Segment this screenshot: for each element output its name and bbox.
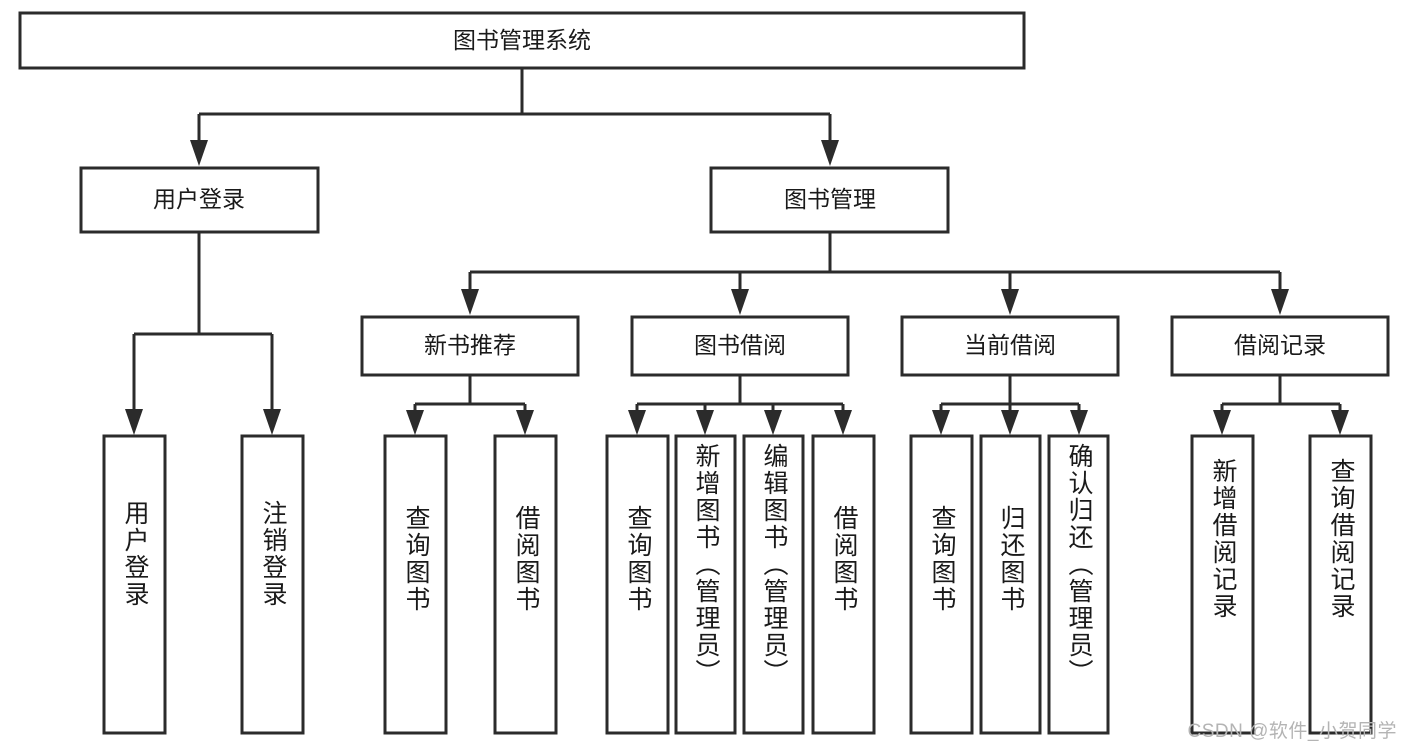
node-book-borrow[interactable]: 图书借阅	[630, 315, 850, 377]
arrow-to-new-book-icon	[461, 289, 479, 315]
arrow-borrow-record-leaf2-icon	[1331, 410, 1349, 435]
node-current-borrow[interactable]: 当前借阅	[900, 315, 1120, 377]
connector-borrow-record-to-leaves	[1213, 375, 1349, 435]
arrow-book-borrow-leaf4-icon	[834, 410, 852, 435]
node-user-login-box[interactable]	[79, 166, 320, 234]
arrow-book-borrow-leaf2-icon	[696, 410, 714, 435]
leaf-box-query-borrow-record[interactable]	[1308, 434, 1373, 735]
leaf-box-add-borrow-record[interactable]	[1190, 434, 1255, 735]
node-book-borrow-box[interactable]	[630, 315, 850, 377]
arrow-user-login-leaf2-icon	[263, 409, 281, 435]
leaf-box-return-book[interactable]	[979, 434, 1042, 735]
arrow-to-current-borrow-icon	[1001, 289, 1019, 315]
arrow-book-borrow-leaf3-icon	[764, 410, 782, 435]
connector-user-login-to-leaves	[125, 232, 281, 435]
leaf-box-query-book-3[interactable]	[909, 434, 974, 735]
arrow-root-to-user-login-icon	[190, 140, 208, 166]
arrow-new-book-leaf1-icon	[406, 410, 424, 435]
connector-new-book-to-leaves	[406, 375, 534, 435]
node-root-box[interactable]	[18, 11, 1026, 70]
leaf-box-logout[interactable]	[240, 434, 305, 735]
leaf-box-query-book-1[interactable]	[383, 434, 448, 735]
arrow-user-login-leaf1-icon	[125, 409, 143, 435]
arrow-to-book-borrow-icon	[731, 289, 749, 315]
arrow-new-book-leaf2-icon	[516, 410, 534, 435]
node-root-label: 图书管理系统	[453, 27, 591, 53]
leaf-box-user-login[interactable]	[102, 434, 167, 735]
node-book-management-box[interactable]	[709, 166, 950, 234]
node-user-login-label: 用户登录	[153, 186, 245, 212]
node-borrow-record-label: 借阅记录	[1234, 332, 1326, 358]
node-user-login[interactable]: 用户登录	[79, 166, 320, 234]
arrow-borrow-record-leaf1-icon	[1213, 410, 1231, 435]
leaf-box-confirm-return-admin[interactable]	[1047, 434, 1110, 735]
csdn-watermark: CSDN @软件_小贺同学	[1187, 721, 1397, 742]
node-current-borrow-label: 当前借阅	[964, 332, 1056, 358]
arrow-root-to-book-mgmt-icon	[821, 140, 839, 166]
node-new-book-recommend-box[interactable]	[360, 315, 580, 377]
arrow-current-borrow-leaf1-icon	[932, 410, 950, 435]
node-new-book-recommend[interactable]: 新书推荐	[360, 315, 580, 377]
node-book-management[interactable]: 图书管理	[709, 166, 950, 234]
arrow-current-borrow-leaf2-icon	[1001, 410, 1019, 435]
leaf-box-add-book-admin[interactable]	[674, 434, 737, 735]
connector-root-to-level2	[190, 68, 839, 166]
node-current-borrow-box[interactable]	[900, 315, 1120, 377]
leaf-box-query-book-2[interactable]	[605, 434, 670, 735]
node-new-book-recommend-label: 新书推荐	[424, 332, 516, 358]
arrow-book-borrow-leaf1-icon	[628, 410, 646, 435]
arrow-to-borrow-record-icon	[1271, 289, 1289, 315]
node-borrow-record[interactable]: 借阅记录	[1170, 315, 1390, 377]
node-borrow-record-box[interactable]	[1170, 315, 1390, 377]
leaf-box-borrow-book-2[interactable]	[811, 434, 876, 735]
connector-book-borrow-to-leaves	[628, 375, 852, 435]
connector-current-borrow-to-leaves	[932, 375, 1088, 435]
connector-book-mgmt-to-level3	[461, 232, 1289, 315]
leaf-boxes	[102, 434, 1373, 735]
leaf-box-borrow-book-1[interactable]	[493, 434, 558, 735]
node-root[interactable]: 图书管理系统	[18, 11, 1026, 70]
arrow-current-borrow-leaf3-icon	[1070, 410, 1088, 435]
node-book-management-label: 图书管理	[784, 186, 876, 212]
leaf-box-edit-book-admin[interactable]	[742, 434, 805, 735]
node-book-borrow-label: 图书借阅	[694, 332, 786, 358]
